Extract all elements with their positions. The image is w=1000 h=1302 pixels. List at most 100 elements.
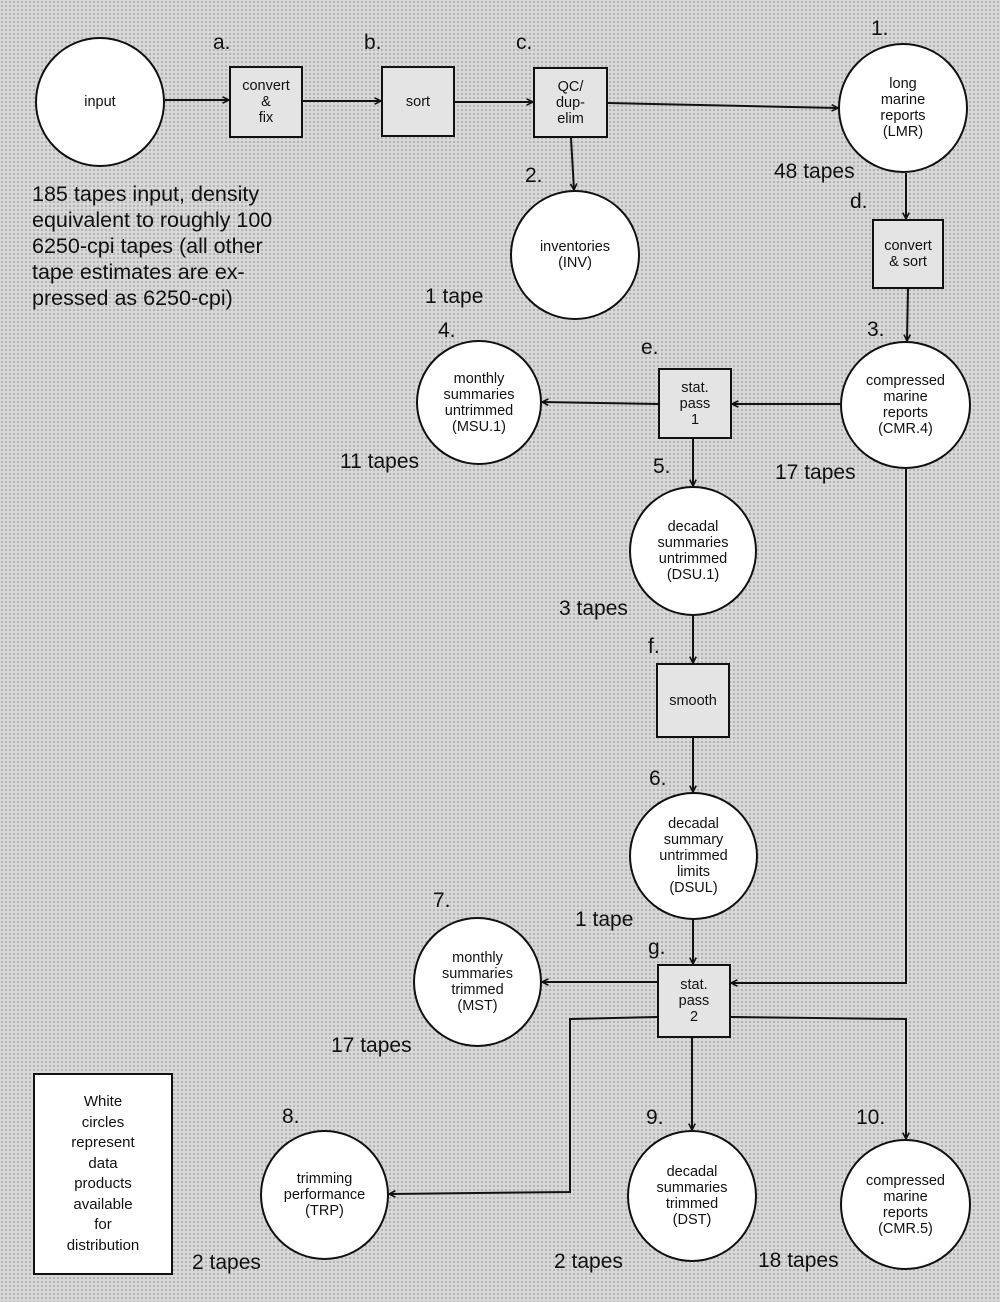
node-stat-pass1-line: pass — [679, 395, 711, 412]
legend-box: White circles represent data products av… — [33, 1073, 173, 1275]
tape-count-cmr5: 18 tapes — [758, 1249, 839, 1272]
step-label-8: 8. — [282, 1105, 300, 1128]
arrow-convert-sort-to-cmr4 — [907, 288, 908, 341]
node-qc-line: dup- — [555, 94, 586, 111]
step-label-a: a. — [213, 31, 231, 54]
node-mst-line: summaries — [442, 966, 513, 982]
node-stat-pass-1: stat. pass 1 — [658, 368, 732, 439]
node-dsul-line: summary — [663, 832, 724, 848]
node-stat-pass2-line: pass — [678, 993, 710, 1009]
node-convert-fix: convert & fix — [229, 66, 303, 138]
node-msu1-line: untrimmed — [444, 402, 514, 419]
input-note-line: equivalent to roughly 100 — [32, 208, 273, 232]
node-trimming-performance: trimming performance (TRP) — [260, 1130, 389, 1260]
node-stat-pass2-line: stat. — [680, 977, 708, 993]
node-inventories: inventories (INV) — [510, 190, 640, 320]
node-lmr-line: (LMR) — [882, 124, 924, 140]
arrow-qc-to-inv — [571, 137, 574, 190]
node-long-marine-reports: long marine reports (LMR) — [838, 43, 968, 173]
node-convert-fix-line: convert — [242, 78, 290, 94]
arrow-cmr4-to-stat-pass2 — [731, 469, 907, 983]
node-cmr4-line: marine — [883, 389, 928, 405]
step-label-2: 2. — [525, 164, 543, 187]
tape-count-lmr: 48 tapes — [774, 160, 855, 183]
tape-count-inv: 1 tape — [425, 285, 484, 308]
input-note-line: tape estimates are ex- — [32, 260, 245, 284]
node-dst-line: summaries — [656, 1180, 728, 1196]
node-inv-line: (INV) — [558, 255, 592, 271]
node-convert-fix-line: fix — [258, 110, 274, 126]
node-trp-line: (TRP) — [305, 1203, 344, 1219]
node-monthly-summaries-trimmed: monthly summaries trimmed (MST) — [413, 917, 542, 1047]
node-mst-line: (MST) — [457, 998, 498, 1014]
node-dst-line: (DST) — [672, 1212, 712, 1228]
node-cmr5-line: compressed — [866, 1172, 945, 1189]
step-label-e: e. — [641, 336, 659, 359]
step-label-c: c. — [516, 31, 533, 54]
node-msu1-line: (MSU.1) — [452, 418, 506, 435]
step-label-g: g. — [648, 936, 666, 959]
node-dst-line: decadal — [666, 1164, 718, 1180]
node-input: input — [35, 37, 165, 167]
arrow-stat-pass1-to-msu1 — [542, 402, 659, 404]
node-cmr5-line: (CMR.5) — [878, 1220, 933, 1237]
step-label-6: 6. — [649, 767, 667, 790]
node-sort-line: sort — [405, 93, 431, 110]
node-cmr4-line: compressed — [866, 373, 945, 389]
node-stat-pass1-line: stat. — [681, 379, 709, 396]
tape-count-cmr4: 17 tapes — [775, 461, 856, 484]
input-note-line: 185 tapes input, density — [32, 182, 260, 206]
node-stat-pass1-line: 1 — [690, 411, 700, 428]
node-mst-line: trimmed — [451, 982, 504, 998]
node-cmr5-line: marine — [883, 1188, 928, 1205]
node-lmr-line: reports — [880, 108, 926, 124]
arrow-qc-to-lmr — [607, 102, 838, 108]
legend-line: distribution — [66, 1236, 140, 1254]
node-monthly-summaries-untrimmed: monthly summaries untrimmed (MSU.1) — [416, 340, 542, 465]
step-label-7: 7. — [433, 889, 451, 912]
node-dsul-line: limits — [676, 864, 711, 880]
node-dsul-line: untrimmed — [659, 848, 728, 864]
node-compressed-marine-reports-cmr4: compressed marine reports (CMR.4) — [840, 341, 971, 469]
arrow-stat-pass2-to-cmr5 — [730, 1016, 906, 1139]
node-trp-line: performance — [283, 1187, 366, 1203]
node-dsul-line: decadal — [668, 816, 719, 832]
node-cmr4-line: (CMR.4) — [878, 421, 933, 437]
node-decadal-summaries-untrimmed: decadal summaries untrimmed (DSU.1) — [629, 486, 757, 616]
node-msu1-line: summaries — [443, 386, 515, 403]
node-convert-sort-line: convert — [884, 238, 932, 254]
node-convert-sort-line: & sort — [889, 254, 927, 270]
step-label-1: 1. — [871, 17, 889, 40]
step-label-d: d. — [850, 190, 868, 213]
node-lmr-line: long — [889, 76, 917, 92]
legend-line: represent — [71, 1134, 135, 1151]
step-label-5: 5. — [653, 455, 671, 478]
node-dst-line: trimmed — [665, 1196, 719, 1212]
step-label-4: 4. — [438, 319, 456, 342]
node-sort: sort — [381, 66, 455, 137]
node-qc-dup-elim: QC/ dup- elim — [533, 67, 608, 138]
tape-count-dst: 2 tapes — [554, 1250, 623, 1273]
node-dsu1-line: untrimmed — [658, 551, 728, 567]
tape-count-mst: 17 tapes — [331, 1034, 412, 1057]
node-smooth-line: smooth — [669, 692, 717, 709]
node-cmr5-line: reports — [882, 1204, 929, 1221]
node-trp-line: trimming — [296, 1171, 353, 1187]
node-mst-line: monthly — [452, 950, 503, 966]
node-input-line: input — [84, 94, 116, 110]
node-inv-line: inventories — [539, 239, 611, 255]
node-dsul-line: (DSUL) — [669, 880, 718, 896]
step-label-10: 10. — [856, 1106, 886, 1129]
node-stat-pass-2: stat. pass 2 — [657, 964, 731, 1038]
step-label-9: 9. — [646, 1106, 664, 1129]
step-label-f: f. — [648, 635, 660, 658]
node-stat-pass2-line: 2 — [689, 1009, 699, 1025]
node-dsu1-line: decadal — [667, 519, 719, 535]
tape-count-msu1: 11 tapes — [340, 450, 420, 473]
input-note-line: 6250-cpi tapes (all other — [32, 234, 263, 258]
arrow-stat-pass2-to-trp — [389, 1016, 658, 1194]
node-cmr4-line: reports — [882, 405, 929, 421]
legend-line: White — [83, 1093, 123, 1110]
node-dsu1-line: (DSU.1) — [666, 567, 720, 583]
